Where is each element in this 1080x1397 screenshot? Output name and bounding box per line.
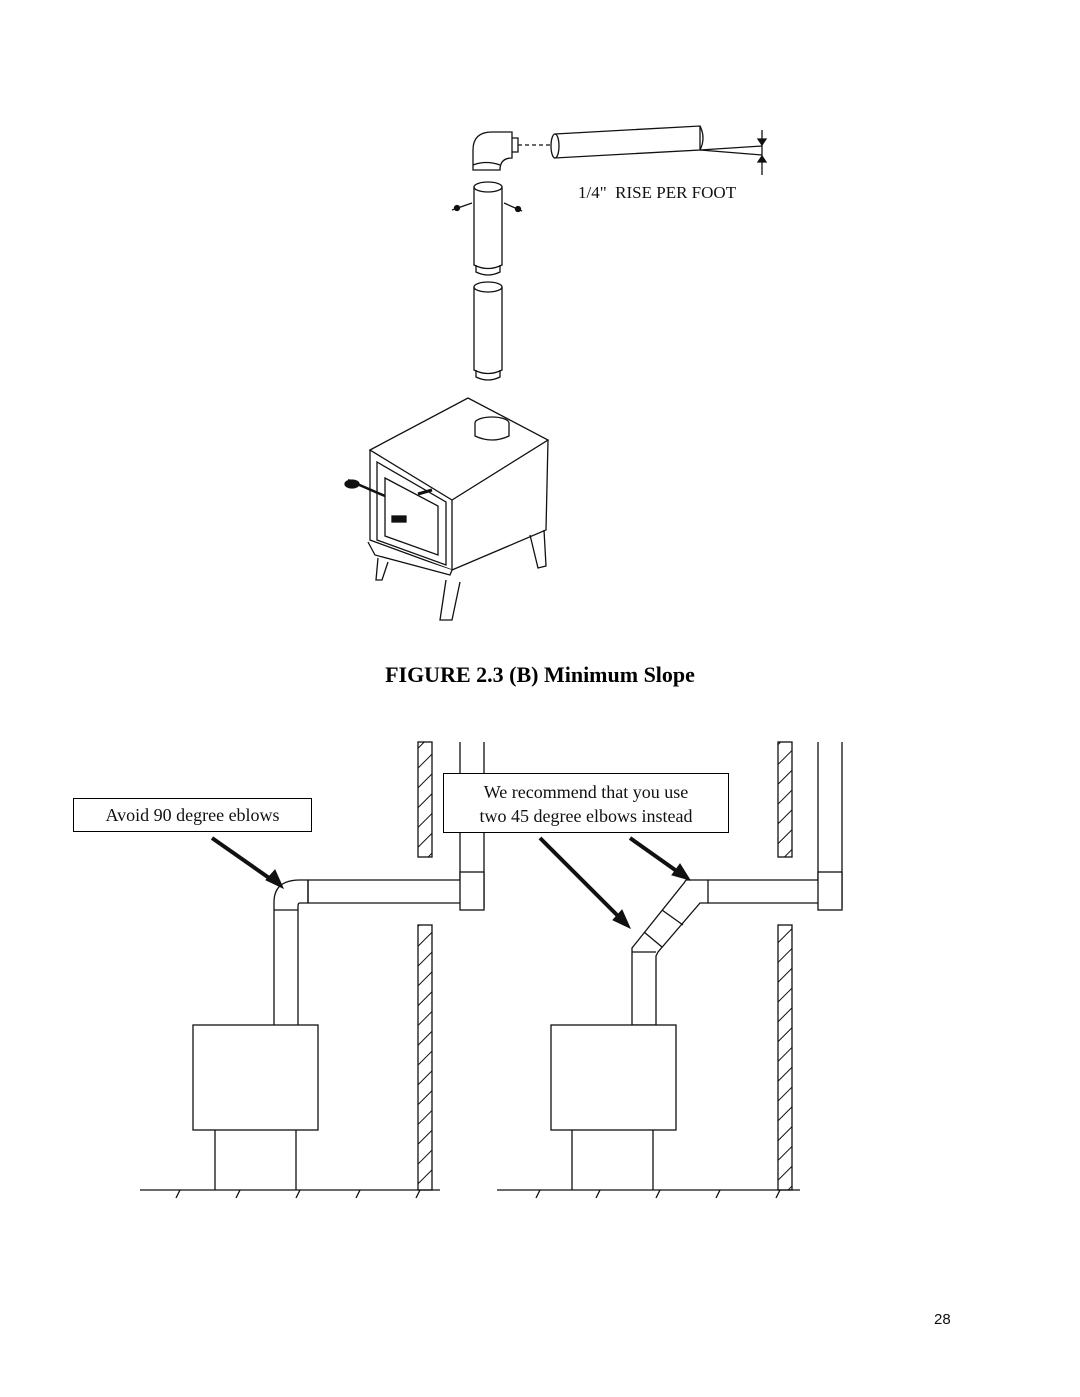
recommend-45-degree-callout: We recommend that you use two 45 degree … (443, 773, 729, 833)
left-scene-90-degree (140, 741, 485, 1199)
page-number: 28 (934, 1311, 951, 1328)
pipe-section-upper (451, 181, 523, 276)
horizontal-pipe (518, 125, 768, 175)
avoid-callout-text: Avoid 90 degree eblows (105, 805, 280, 825)
avoid-90-degree-callout: Avoid 90 degree eblows (73, 798, 312, 832)
pipe-elbow (472, 131, 519, 171)
right-scene-45-degree (497, 741, 843, 1199)
elbow-comparison-diagram (140, 741, 843, 1199)
stove-pipe-slope-illustration (344, 125, 768, 621)
recommend-callout-line2: two 45 degree elbows instead (479, 806, 693, 826)
rise-per-foot-label: 1/4" RISE PER FOOT (578, 183, 737, 202)
pipe-section-lower (473, 281, 503, 381)
figure-caption: FIGURE 2.3 (B) Minimum Slope (385, 662, 695, 687)
wood-stove (344, 397, 550, 621)
recommend-callout-line1: We recommend that you use (483, 782, 689, 802)
